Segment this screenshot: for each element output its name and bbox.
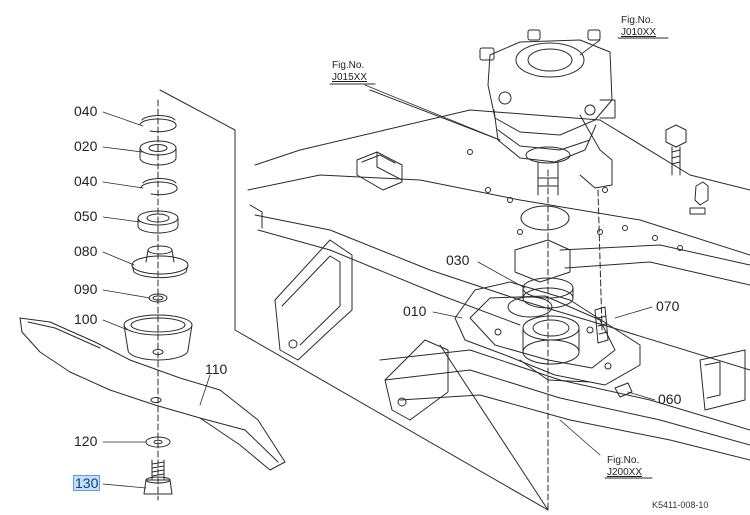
fig-ref-id[interactable]: J015XX: [332, 71, 368, 83]
part-label-110[interactable]: 110: [205, 361, 228, 377]
bolt-top-right: [666, 125, 708, 214]
fig-ref-id[interactable]: J010XX: [621, 26, 657, 38]
part-label-130[interactable]: 130: [72, 475, 101, 491]
part-label-060[interactable]: 060: [658, 391, 682, 407]
leader-lines: [103, 40, 655, 488]
part-label-040-mid[interactable]: 040: [74, 173, 98, 189]
part-label-050[interactable]: 050: [74, 208, 98, 224]
fig-ref-j015xx[interactable]: Fig.No. J015XX: [332, 60, 367, 83]
deck-holes: [468, 150, 683, 251]
part-label-120[interactable]: 120: [74, 433, 98, 449]
mower-deck: [248, 110, 750, 460]
part-label-040-top[interactable]: 040: [74, 103, 98, 119]
part-label-070[interactable]: 070: [656, 298, 680, 314]
reference-lines: [160, 90, 548, 510]
part-label-020[interactable]: 020: [74, 138, 98, 154]
deck-bracket-left: [275, 240, 448, 420]
part-label-100[interactable]: 100: [74, 311, 98, 327]
fig-ref-underlines: [330, 38, 668, 478]
fig-ref-label: Fig.No.: [621, 15, 654, 26]
fig-ref-j010xx[interactable]: Fig.No. J010XX: [621, 15, 656, 38]
center-axis: [158, 100, 602, 510]
fig-ref-j200xx[interactable]: Fig.No. J200XX: [607, 455, 642, 478]
drawing-code: K5411-008-10: [652, 500, 709, 510]
part-label-010[interactable]: 010: [403, 303, 427, 319]
fig-ref-id[interactable]: J200XX: [607, 466, 643, 478]
spindle-stack: [20, 115, 285, 494]
fig-ref-label: Fig.No.: [332, 60, 365, 71]
gearbox: [480, 30, 615, 195]
part-label-030[interactable]: 030: [446, 252, 470, 268]
deck-clip: [357, 152, 402, 190]
fig-ref-label: Fig.No.: [607, 455, 640, 466]
part-label-080[interactable]: 080: [74, 243, 98, 259]
part-label-090[interactable]: 090: [74, 281, 98, 297]
